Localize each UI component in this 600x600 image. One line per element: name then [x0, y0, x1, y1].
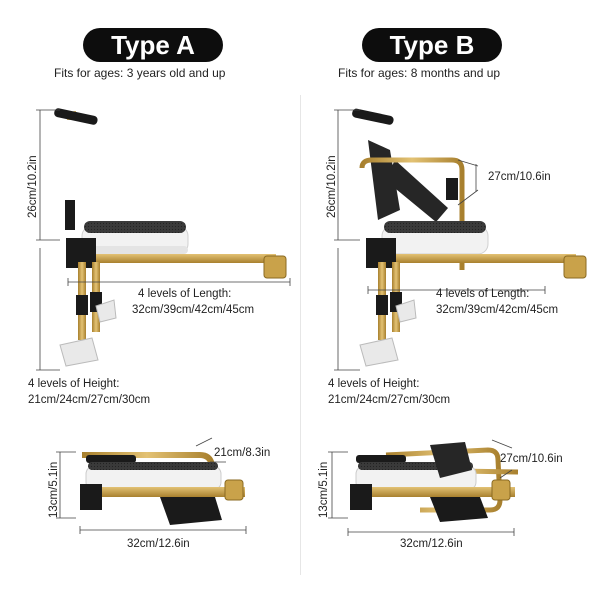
type-a-folded-dimension-lines — [56, 437, 247, 534]
type-b-folded-dimension-lines — [328, 439, 515, 536]
type-a-folded-depth-label: 21cm/8.3in — [214, 447, 271, 459]
type-a-ages: Fits for ages: 3 years old and up — [54, 66, 226, 80]
type-b-rail-height-label: 27cm/10.6in — [488, 171, 551, 183]
type-a-folded-length-label: 32cm/12.6in — [127, 538, 190, 550]
type-a-dimension-lines — [36, 109, 291, 371]
type-a-seat-image — [54, 108, 287, 367]
type-b-seat-image — [352, 108, 587, 367]
type-a-folded-image — [80, 452, 245, 525]
type-b-folded-height-label: 13cm/5.1in — [318, 461, 330, 518]
type-b-seat-height-label: 26cm/10.2in — [326, 155, 338, 218]
type-b-length-values: 32cm/39cm/42cm/45cm — [436, 304, 559, 316]
type-a-seat-height-label: 26cm/10.2in — [27, 155, 39, 218]
type-b-folded-depth-label: 27cm/10.6in — [500, 453, 563, 465]
type-b-folded-image — [350, 442, 519, 522]
type-b-title: Type B — [362, 28, 502, 62]
type-b-folded-length-label: 32cm/12.6in — [400, 538, 463, 550]
type-a-height-values: 21cm/24cm/27cm/30cm — [28, 394, 151, 406]
type-b-length-title: 4 levels of Length: — [436, 288, 530, 300]
type-a-title: Type A — [83, 28, 223, 62]
type-b-height-title: 4 levels of Height: — [328, 378, 420, 390]
type-b-height-values: 21cm/24cm/27cm/30cm — [328, 394, 451, 406]
type-b-dimension-lines — [334, 109, 546, 371]
type-a-length-title: 4 levels of Length: — [138, 288, 232, 300]
center-divider — [300, 95, 301, 575]
type-a-folded-height-label: 13cm/5.1in — [48, 461, 60, 518]
type-a-height-title: 4 levels of Height: — [28, 378, 120, 390]
type-a-length-values: 32cm/39cm/42cm/45cm — [132, 304, 255, 316]
type-b-ages: Fits for ages: 8 months and up — [338, 66, 501, 80]
